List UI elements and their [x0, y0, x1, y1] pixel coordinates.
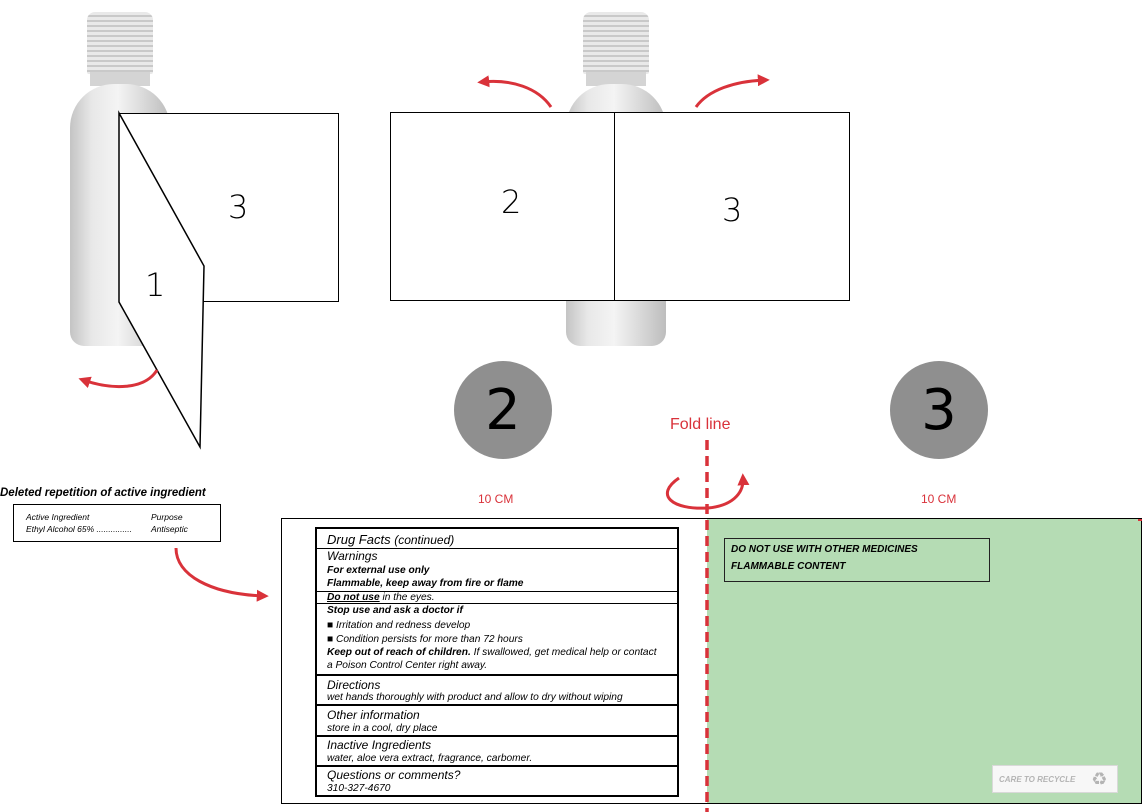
- bullet-condition: ■ Condition persists for more than 72 ho…: [327, 634, 523, 645]
- directions-heading: Directions: [327, 678, 381, 692]
- external-use: For external use only: [327, 565, 430, 576]
- arrow-flap-left: [78, 369, 159, 389]
- keep-out-of-reach: Keep out of reach of children. If swallo…: [327, 647, 657, 658]
- warning-other-medicines: DO NOT USE WITH OTHER MEDICINES: [731, 544, 918, 555]
- questions-heading: Questions or comments?: [327, 768, 461, 782]
- circle-panel-2: 2: [454, 361, 552, 459]
- deleted-row-purpose: Antiseptic: [151, 524, 188, 534]
- flammable-warning: Flammable, keep away from fire or flame: [327, 578, 524, 589]
- right-panel-3-number: 3: [722, 191, 743, 229]
- arrow-unfold-right: [694, 74, 770, 108]
- recycle-text: CARE TO RECYCLE: [999, 774, 1076, 784]
- other-information-heading: Other information: [327, 708, 420, 722]
- other-information-text: store in a cool, dry place: [327, 723, 438, 734]
- do-not-use: Do not use in the eyes.: [327, 592, 435, 603]
- warnings-heading: Warnings: [327, 549, 378, 563]
- left-panel-3-number: 3: [228, 188, 249, 226]
- green-panel: [707, 519, 1141, 803]
- bullet-irritation: ■ Irritation and redness develop: [327, 620, 471, 631]
- arrow-unfold-left: [477, 75, 553, 108]
- deleted-header-purpose: Purpose: [151, 512, 183, 522]
- bullet-square-icon: ■: [327, 620, 334, 631]
- stop-use: Stop use and ask a doctor if: [327, 605, 463, 616]
- poison-control: a Poison Control Center right away.: [327, 660, 488, 671]
- dimension-right: 10 CM: [921, 492, 957, 506]
- drug-facts-title: Drug Facts (continued): [327, 532, 455, 547]
- warning-flammable-content: FLAMMABLE CONTENT: [731, 561, 846, 572]
- arrow-fold-rotate: [665, 473, 750, 510]
- circle-panel-3: 3: [890, 361, 988, 459]
- inactive-ingredients-heading: Inactive Ingredients: [327, 738, 432, 752]
- inactive-ingredients-text: water, aloe vera extract, fragrance, car…: [327, 753, 533, 764]
- deleted-ingredient-box: Active Ingredient Purpose Ethyl Alcohol …: [13, 504, 221, 542]
- phone-number: 310-327-4670: [327, 783, 391, 794]
- arrow-deleted-to-label: [174, 547, 269, 602]
- bullet-square-icon: ■: [327, 634, 334, 645]
- directions-text: wet hands thoroughly with product and al…: [327, 692, 623, 703]
- left-panel-1-number: 1: [145, 266, 166, 304]
- drug-facts-box: Drug Facts (continued) Warnings For exte…: [315, 527, 679, 797]
- dimension-left: 10 CM: [478, 492, 514, 506]
- deleted-caption: Deleted repetition of active ingredient: [0, 487, 206, 499]
- recycle-icon: ♻: [1091, 768, 1108, 790]
- right-panel-3: [614, 112, 850, 301]
- deleted-header-ingredient: Active Ingredient: [26, 512, 90, 522]
- deleted-row-ingredient: Ethyl Alcohol 65% ...............: [26, 524, 132, 534]
- warning-box: DO NOT USE WITH OTHER MEDICINES FLAMMABL…: [724, 538, 990, 582]
- care-to-recycle-badge: CARE TO RECYCLE ♻: [992, 765, 1118, 793]
- right-panel-2: [390, 112, 616, 301]
- right-panel-2-number: 2: [501, 183, 522, 221]
- fold-line-label: Fold line: [670, 416, 731, 433]
